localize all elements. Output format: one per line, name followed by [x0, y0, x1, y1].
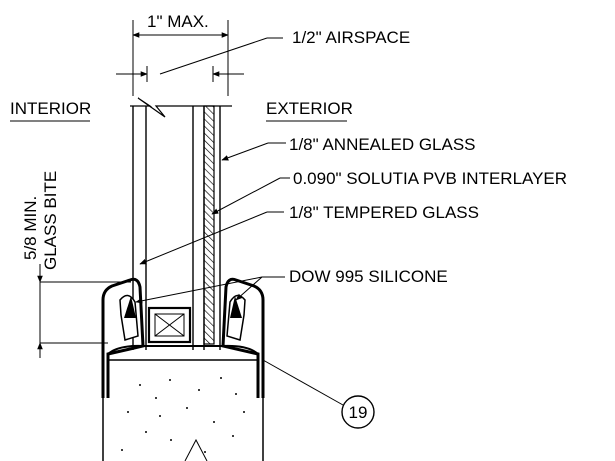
callout-annealed-glass: 1/8" ANNEALED GLASS [221, 135, 476, 161]
callout-number: 19 [349, 403, 368, 422]
callout-interlayer: 0.090" SOLUTIA PVB INTERLAYER [211, 169, 567, 215]
annealed-glass-label: 1/8" ANNEALED GLASS [289, 135, 476, 154]
callout-silicone: DOW 995 SILICONE [135, 267, 448, 304]
silicone-label: DOW 995 SILICONE [289, 267, 448, 286]
interlayer-label: 0.090" SOLUTIA PVB INTERLAYER [293, 169, 567, 188]
dimension-glass-bite: 5/8 MIN. GLASS BITE [21, 171, 131, 358]
callout-bubble [341, 395, 375, 429]
spacer [147, 306, 192, 344]
substrate [102, 377, 264, 461]
detail-callout: 19 [262, 359, 375, 429]
glass-bite-label-1: 5/8 MIN. [21, 196, 40, 260]
glass-bite-label-2: GLASS BITE [41, 171, 60, 270]
dimension-airspace: 1/2" AIRSPACE [116, 28, 410, 82]
silicone-bead-interior [124, 296, 136, 318]
exterior-label: EXTERIOR [266, 99, 353, 118]
pvb-interlayer [203, 105, 215, 345]
airspace-label: 1/2" AIRSPACE [292, 28, 410, 47]
interior-label: INTERIOR [10, 99, 91, 118]
silicone-bead-exterior [230, 296, 242, 318]
tempered-glass-label: 1/8" TEMPERED GLASS [289, 203, 479, 222]
max-width-label: 1" MAX. [147, 12, 209, 31]
dimension-max-width: 1" MAX. [132, 12, 229, 96]
callout-tempered-glass: 1/8" TEMPERED GLASS [139, 203, 479, 265]
